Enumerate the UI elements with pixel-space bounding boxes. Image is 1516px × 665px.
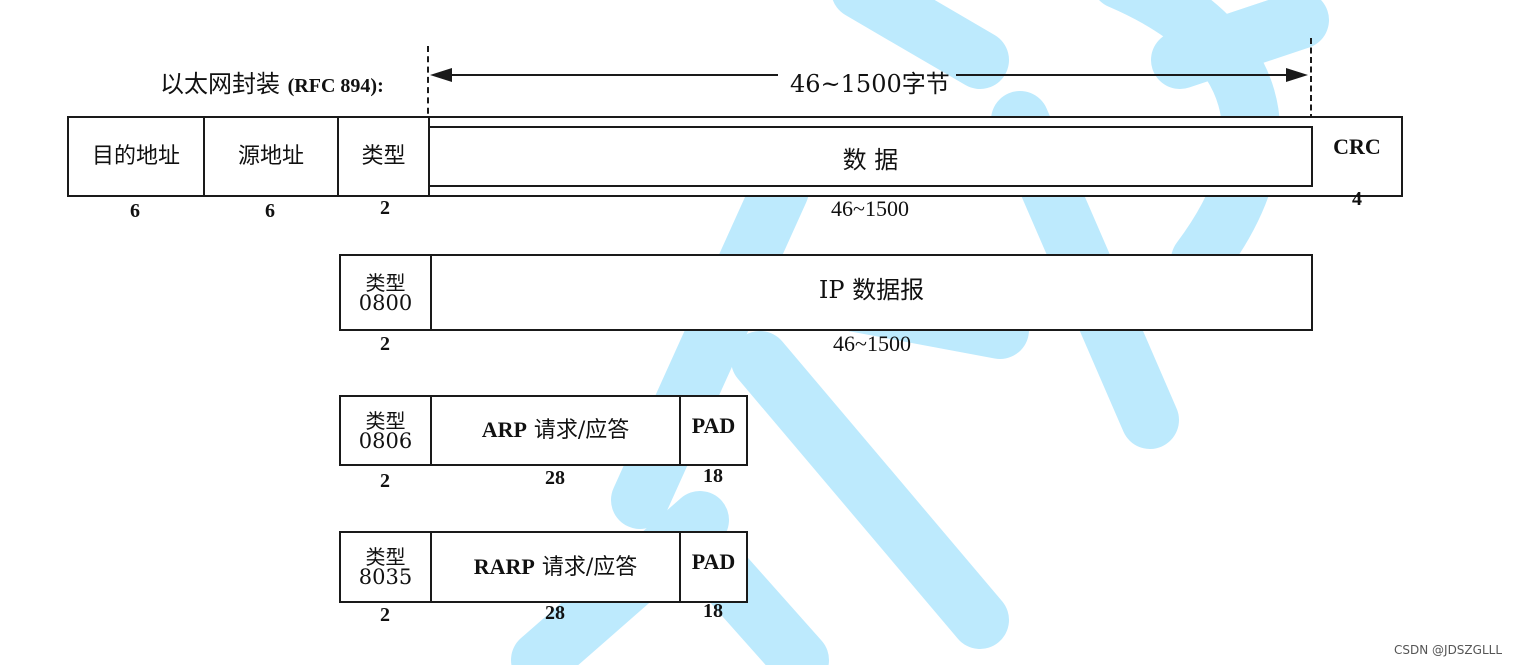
rarp-payload: RARP 请求/应答 [473,553,638,580]
type-field: 类型 [339,118,430,195]
arp-type-size: 2 [380,470,390,492]
rarp-type-code: 8035 [358,565,413,589]
src-address-label: 源地址 [237,143,304,169]
length-arrow [430,68,1308,82]
ip-payload-label: IP 数据报 [818,275,925,304]
src-size: 6 [265,200,275,222]
dest-address-label: 目的地址 [91,143,180,169]
src-address-field: 源地址 [205,118,339,195]
crc-field: CRC [1313,118,1401,195]
rfc-label: (RFC 894): [287,75,384,97]
rarp-payload-field: RARP 请求/应答 [432,533,681,601]
arp-pad-label: PAD [691,413,736,438]
ip-frame: 类型 0800 IP 数据报 [339,254,1313,331]
arp-type-field: 类型 0806 [341,397,432,464]
rarp-payload-size: 28 [545,602,565,624]
ip-payload-field: IP 数据报 [432,256,1311,329]
ethernet-frame: 目的地址 源地址 类型 数 据 CRC [67,116,1403,197]
length-arrow-label: 46~1500字节 [790,70,950,98]
arp-type-code: 0806 [358,428,413,453]
ip-type-field: 类型 0800 [341,256,432,329]
rarp-type-label: 类型 [365,545,406,569]
data-field: 数 据 [430,126,1313,187]
right-dashed-guide [1310,38,1312,120]
data-size: 46~1500 [831,196,909,221]
arp-pad-size: 18 [703,465,723,487]
rarp-pad-field: PAD [681,533,746,601]
ip-type-code: 0800 [358,290,413,315]
encapsulation-title: 以太网封装 (RFC 894): [160,64,384,99]
arp-payload-text: 请求/应答 [526,418,630,443]
dest-size: 6 [130,200,140,222]
data-label: 数 据 [842,146,899,174]
csdn-watermark: CSDN @JDSZGLLL [1394,643,1502,657]
arp-payload-size: 28 [545,467,565,489]
arp-frame: 类型 0806 ARP 请求/应答 PAD [339,395,748,466]
rarp-type-size: 2 [380,604,390,626]
ip-type-size: 2 [380,333,390,355]
type-size: 2 [380,197,390,219]
arp-payload: ARP 请求/应答 [482,419,630,442]
ip-type-label: 类型 [365,270,406,295]
crc-label: CRC [1333,134,1381,159]
left-dashed-guide [427,46,429,124]
encapsulation-title-text: 以太网封装 [160,70,280,98]
ip-payload-size: 46~1500 [833,331,911,356]
arp-pad-field: PAD [681,397,746,464]
rarp-frame: 类型 8035 RARP 请求/应答 PAD [339,531,748,603]
arp-payload-prefix: ARP [481,417,527,442]
rarp-type-field: 类型 8035 [341,533,432,601]
dest-address-field: 目的地址 [69,118,205,195]
arp-payload-field: ARP 请求/应答 [432,397,681,464]
arp-type-label: 类型 [365,408,406,433]
rarp-pad-size: 18 [703,600,723,622]
rarp-payload-prefix: RARP [473,553,535,579]
rarp-pad-label: PAD [691,549,736,574]
crc-size: 4 [1352,188,1362,210]
rarp-payload-text: 请求/应答 [534,554,638,580]
type-label: 类型 [361,143,406,169]
